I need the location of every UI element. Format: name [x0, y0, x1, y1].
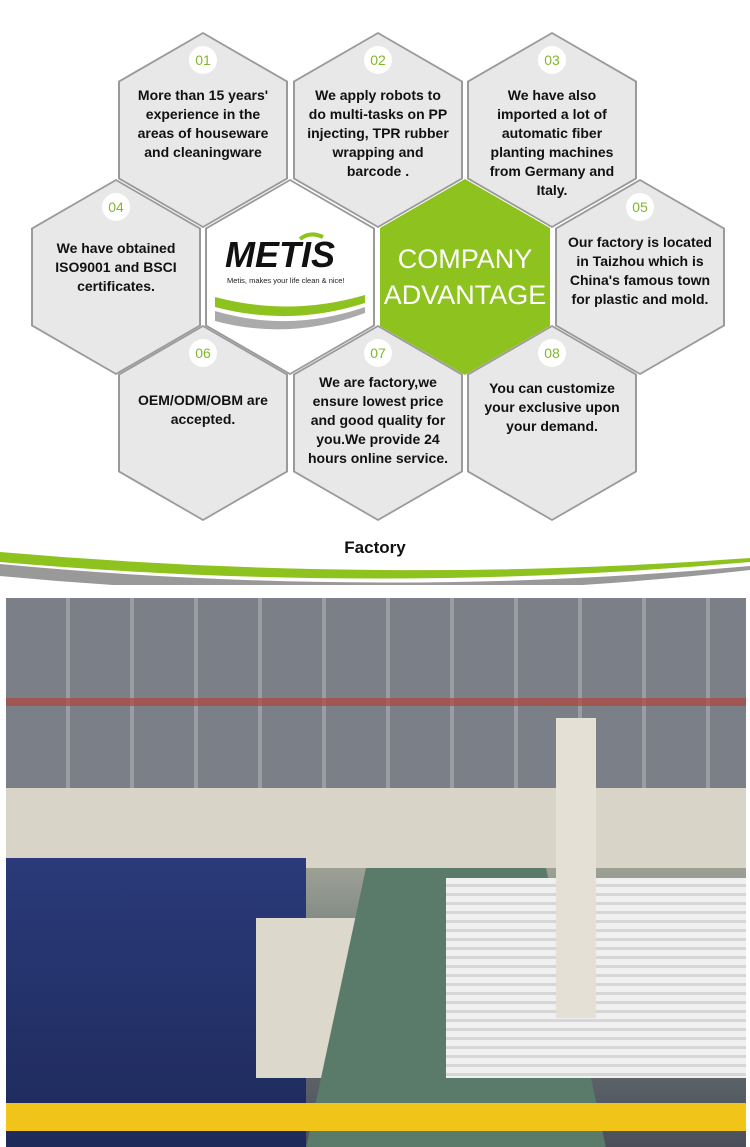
advantage-text: We are factory,we ensure lowest price an… [307, 374, 449, 466]
advantage-text: More than 15 years' experience in the ar… [137, 87, 269, 160]
advantage-07: 07 We are factory,we ensure lowest price … [293, 325, 463, 521]
center-title-line1: COMPANY [397, 244, 533, 274]
advantage-02: 02 We apply robots to do multi-tasks on P… [293, 32, 463, 228]
advantage-text: You can customize your exclusive upon yo… [484, 380, 620, 434]
metis-logo: METIS Metis, makes your life clean & nic… [215, 232, 365, 330]
advantage-number: 03 [538, 46, 566, 74]
factory-photo [6, 598, 746, 1147]
svg-text:METIS: METIS [225, 234, 335, 275]
advantage-text: OEM/ODM/OBM are accepted. [138, 392, 268, 427]
advantage-text: We have obtained ISO9001 and BSCI certif… [55, 240, 177, 294]
advantage-number: 02 [364, 46, 392, 74]
advantage-number: 01 [189, 46, 217, 74]
advantage-number: 04 [102, 193, 130, 221]
svg-text:Metis, makes your life clean &: Metis, makes your life clean & nice! [227, 276, 345, 285]
advantage-number: 06 [189, 339, 217, 367]
advantage-number: 07 [364, 339, 392, 367]
advantage-text: We have also imported a lot of automatic… [489, 87, 615, 198]
center-title-line2: ADVANTAGE [383, 280, 547, 310]
logo-hex: METIS Metis, makes your life clean & nic… [205, 179, 375, 375]
advantage-number: 05 [626, 193, 654, 221]
advantage-number: 08 [538, 339, 566, 367]
section-swoosh [0, 552, 750, 585]
section-title: Factory [344, 538, 406, 557]
advantage-text: Our factory is located in Taizhou which … [568, 234, 712, 307]
advantage-text: We apply robots to do multi-tasks on PP … [307, 87, 449, 179]
